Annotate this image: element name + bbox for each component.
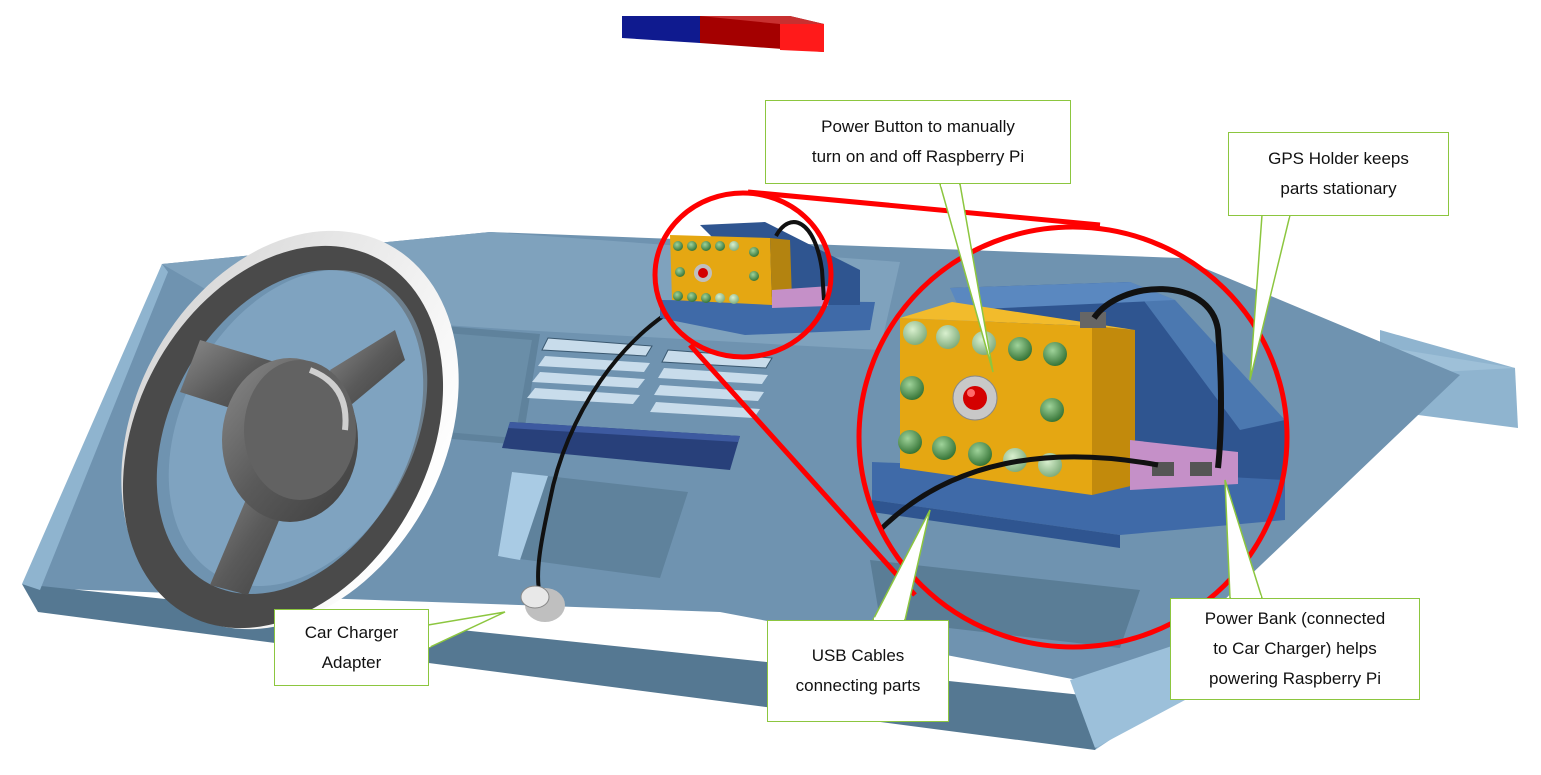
callout-car-charger-line-1: Car Charger xyxy=(304,622,399,642)
zoom-line-bottom xyxy=(688,343,917,597)
callout-pointers xyxy=(427,183,1291,650)
zoom-circle-large xyxy=(856,224,1290,650)
axis-indicator xyxy=(622,16,824,52)
callout-usb-cables-line-2: connecting parts xyxy=(795,676,921,695)
callout-gps-holder: GPS Holder keeps parts stationary xyxy=(1228,132,1449,216)
callout-usb-cables-line-1: USB Cables xyxy=(811,646,905,665)
callout-power-bank-line-2: to Car Charger) helps xyxy=(1213,639,1377,658)
air-vents xyxy=(527,337,773,418)
callout-car-charger: Car Charger Adapter xyxy=(274,609,429,686)
callout-power-bank-line-1: Power Bank (connected xyxy=(1204,609,1386,628)
callout-power-bank-line-3: powering Raspberry Pi xyxy=(1209,669,1381,688)
small-led-row xyxy=(673,241,759,304)
zoom-circle-small xyxy=(652,190,834,360)
steering-wheel xyxy=(121,230,459,630)
callout-gps-holder-line-2: parts stationary xyxy=(1280,179,1397,198)
small-raspberry-pi-assembly xyxy=(660,220,875,335)
callout-gps-holder-line-1: GPS Holder keeps xyxy=(1268,149,1409,168)
usb-cable-to-charger xyxy=(536,293,701,596)
callout-power-bank: Power Bank (connected to Car Charger) he… xyxy=(1170,598,1420,700)
callout-car-charger-line-2: Adapter xyxy=(321,652,382,672)
zoom-line-top xyxy=(747,189,1101,228)
callout-power-button: Power Button to manually turn on and off… xyxy=(765,100,1071,184)
car-charger-adapter xyxy=(520,585,565,622)
callout-usb-cables: USB Cables connecting parts xyxy=(767,620,949,722)
callout-power-button-line-1: Power Button to manually xyxy=(821,117,1015,136)
callout-power-button-line-2: turn on and off Raspberry Pi xyxy=(811,147,1025,166)
enlarged-raspberry-pi-assembly xyxy=(872,282,1285,548)
